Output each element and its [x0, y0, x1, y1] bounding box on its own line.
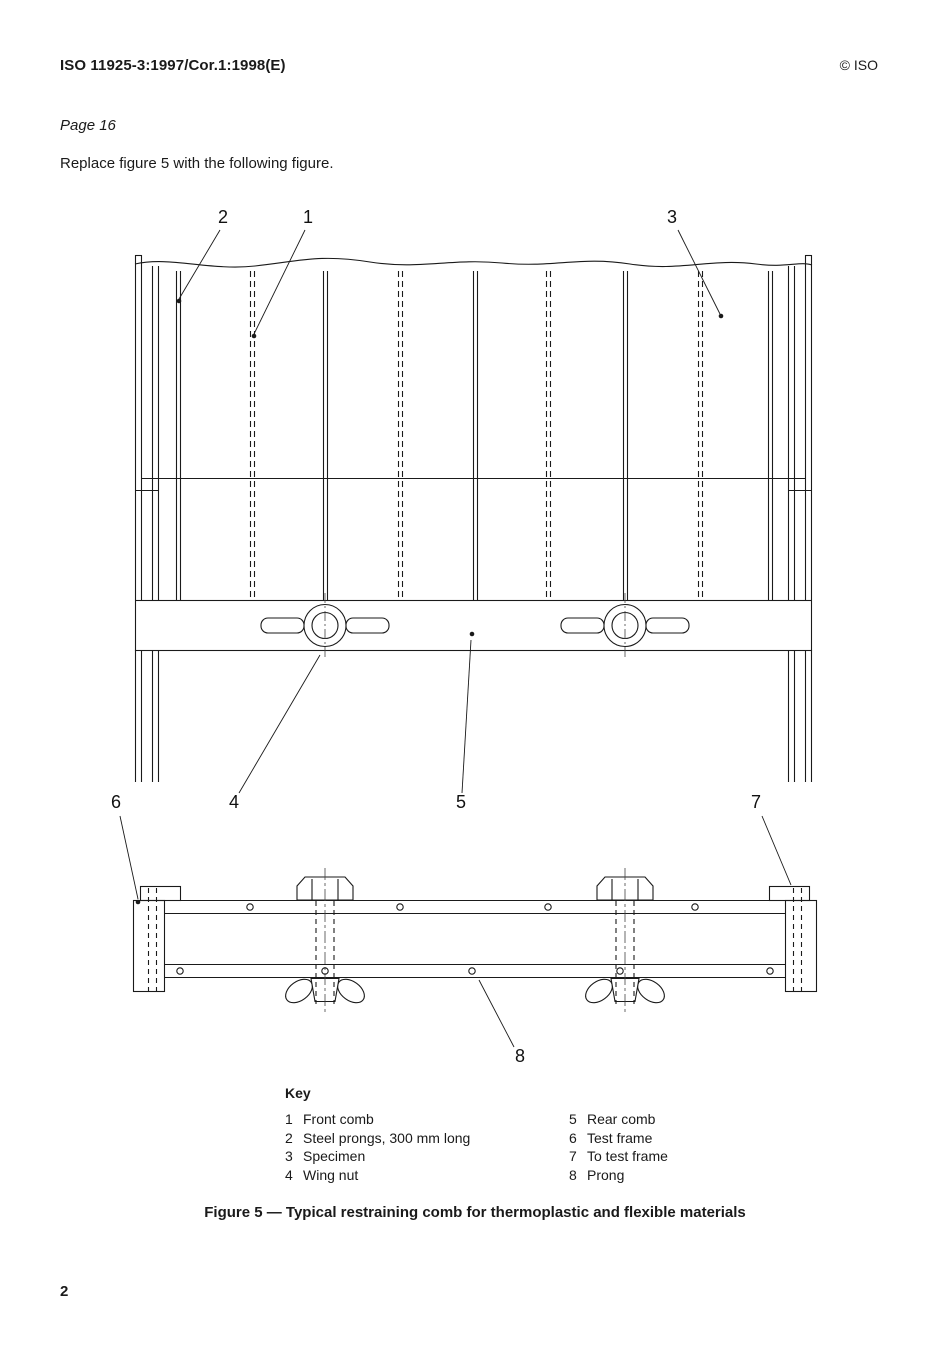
page-reference: Page 16: [60, 117, 116, 134]
callout-7: 7: [751, 792, 761, 812]
key-item-label: Test frame: [587, 1129, 653, 1146]
copyright-notice: © ISO: [839, 57, 878, 73]
callout-1: 1: [303, 207, 313, 227]
front-view-drawing: [134, 254, 813, 782]
document-reference: ISO 11925-3:1997/Cor.1:1998(E): [60, 57, 286, 74]
callout-6: 6: [111, 792, 121, 812]
figure-key: Key 1 Front comb 5 Rear comb 2 Steel pro…: [285, 1085, 668, 1182]
key-item-number: 8: [569, 1166, 577, 1183]
plan-view-drawing: [132, 868, 818, 1014]
key-item-label: Front comb: [303, 1111, 374, 1127]
callout-leaders: [119, 229, 792, 1048]
key-item-label: Rear comb: [587, 1111, 656, 1127]
callout-8: 8: [515, 1046, 525, 1066]
key-item-number: 3: [285, 1148, 293, 1164]
page-number: 2: [60, 1283, 69, 1300]
callout-labels: 1 2 3 4 5 6 7 8: [111, 207, 761, 1066]
key-item-label: Wing nut: [303, 1166, 359, 1183]
callout-4: 4: [229, 792, 239, 812]
key-item-number: 6: [569, 1129, 577, 1146]
key-item-number: 4: [285, 1166, 293, 1183]
key-item-label: Prong: [587, 1166, 625, 1183]
key-item-label: Steel prongs, 300 mm long: [303, 1129, 471, 1146]
key-item-label: Specimen: [303, 1148, 366, 1164]
key-item-label: To test frame: [587, 1148, 668, 1164]
page-header: ISO 11925-3:1997/Cor.1:1998(E) © ISO: [60, 57, 878, 74]
key-item-number: 1: [285, 1111, 293, 1127]
key-grid: 1 Front comb 5 Rear comb 2 Steel prongs,…: [285, 1112, 668, 1182]
callout-2: 2: [218, 207, 228, 227]
key-item-number: 7: [569, 1148, 577, 1164]
key-title: Key: [285, 1085, 311, 1101]
key-item-number: 5: [569, 1111, 577, 1127]
callout-3: 3: [667, 207, 677, 227]
callout-dots: [135, 298, 724, 905]
instruction-text: Replace figure 5 with the following figu…: [60, 155, 334, 172]
figure-caption: Figure 5 — Typical restraining comb for …: [204, 1204, 746, 1221]
callout-5: 5: [456, 792, 466, 812]
key-item-number: 2: [285, 1129, 293, 1146]
